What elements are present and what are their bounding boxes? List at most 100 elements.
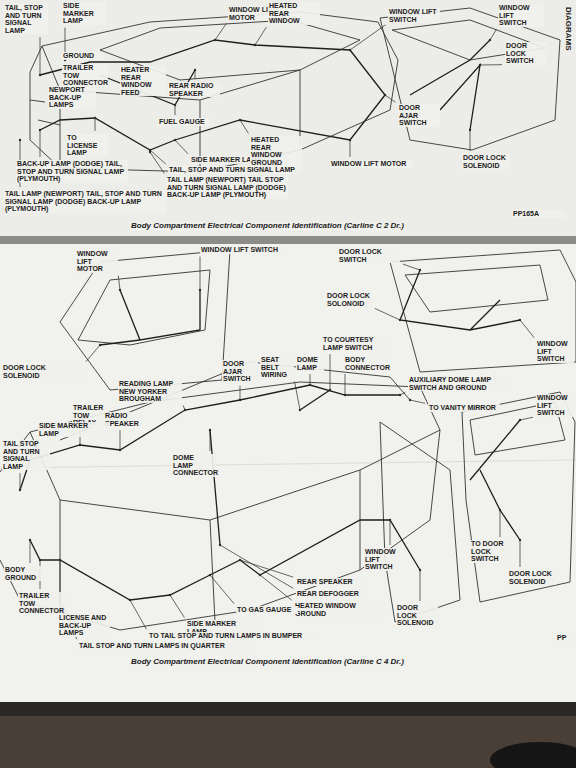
shoe-shadow: [490, 742, 576, 768]
leader-tip: [309, 384, 311, 386]
leader-line: [240, 120, 248, 133]
figure-caption: Body Compartment Electrical Component Id…: [130, 658, 405, 667]
leader-line: [170, 595, 184, 617]
leader-tip: [129, 599, 131, 601]
callout-label: SEAT BELT WIRING: [260, 356, 294, 379]
callout-label: TO COURTESY LAMP SWITCH: [322, 336, 390, 351]
callout-label: TAIL, STOP AND TURN SIGNAL LAMP: [4, 4, 48, 34]
leader-tip: [194, 69, 196, 71]
leader-line: [150, 152, 164, 174]
leader-line: [520, 417, 533, 420]
leader-tip: [344, 394, 346, 396]
leader-tip: [214, 39, 216, 41]
callout-label: TO LICENSE LAMP: [66, 134, 108, 157]
table-surface: [0, 702, 576, 768]
page-edge: [0, 236, 576, 244]
lower-page: [0, 244, 576, 702]
leader-tip: [479, 64, 481, 66]
callout-label: REAR SPEAKER: [296, 578, 368, 586]
callout-label: PP165A: [512, 210, 564, 218]
leader-line: [310, 374, 311, 385]
leader-tip: [199, 289, 201, 291]
leader-line: [195, 70, 196, 79]
leader-line: [330, 354, 331, 390]
callout-label: TAIL STOP AND TURN SIGNAL LAMP: [2, 440, 50, 470]
page-shadow: [0, 702, 576, 716]
leader-line: [350, 25, 386, 50]
leader-line: [130, 600, 147, 629]
callout-label: TRAILER TOW CONNECTOR: [18, 592, 68, 615]
callout-label: PP: [556, 634, 576, 642]
leader-tip: [409, 399, 411, 401]
leader-line: [120, 430, 121, 450]
callout-label: WINDOW LIFT SWITCH: [536, 394, 574, 417]
callout-label: DOOR LOCK SOLENOID: [508, 570, 556, 585]
callout-label: WINDOW LIFT SWITCH: [536, 340, 574, 363]
leader-tip: [489, 39, 491, 41]
callout-label: DOME LAMP CONNECTOR: [172, 454, 216, 477]
leader-line: [175, 140, 188, 154]
callout-label: REAR RADIO SPEAKER: [168, 82, 220, 97]
callout-label: BACK-UP LAMP (DODGE) TAIL, STOP AND TURN…: [16, 160, 128, 183]
leader-tip: [174, 139, 176, 141]
callout-label: HEATED REAR WINDOW: [268, 2, 320, 25]
callout-label: NEWPORT BACK-UP LAMPS: [48, 86, 96, 109]
callout-label: DOOR AJAR SWITCH: [398, 104, 440, 127]
leader-line: [345, 374, 346, 395]
leader-tip: [399, 319, 401, 321]
leader-line: [20, 473, 21, 490]
callout-label: FUEL GAUGE: [158, 118, 210, 126]
callout-label: DOOR LOCK SOLENOID: [396, 604, 438, 627]
leader-tip: [299, 409, 301, 411]
leader-tip: [349, 139, 351, 141]
leader-tip: [39, 74, 41, 76]
leader-line: [375, 308, 400, 320]
leader-line: [215, 24, 226, 40]
leader-line: [210, 430, 211, 451]
callout-label: TAIL STOP AND TURN LAMPS IN QUARTER: [78, 642, 250, 650]
leader-tip: [174, 104, 176, 106]
leader-tip: [39, 129, 41, 131]
leader-tip: [184, 409, 186, 411]
leader-line: [240, 560, 293, 577]
leader-tip: [219, 544, 221, 546]
callout-label: SIDE MARKER LAMP: [62, 2, 106, 25]
leader-tip: [519, 319, 521, 321]
callout-label: BODY GROUND: [4, 566, 44, 581]
leader-line: [490, 29, 496, 40]
leader-tip: [99, 344, 101, 346]
callout-label: TO TAIL STOP AND TURN LAMPS IN BUMPER: [148, 632, 320, 640]
callout-label: WINDOW LIFT SWITCH: [364, 548, 398, 571]
leader-line: [520, 320, 534, 338]
callout-label: HEATED WINDOW GROUND: [294, 602, 386, 617]
leader-tip: [389, 519, 391, 521]
leader-tip: [29, 539, 31, 541]
leader-tip: [209, 574, 211, 576]
callout-label: HEATER REAR WINDOW FEED: [120, 66, 166, 96]
leader-line: [210, 575, 234, 604]
leader-tip: [384, 94, 386, 96]
leader-tip: [59, 559, 61, 561]
callout-label: TAIL LAMP (NEWPORT) TAIL STOP AND TURN S…: [166, 176, 288, 199]
callout-label: WINDOW LIFT SWITCH: [498, 4, 544, 27]
leader-tip: [79, 444, 81, 446]
leader-line: [295, 382, 300, 410]
leader-line: [470, 130, 471, 151]
leader-line: [40, 37, 41, 75]
callout-label: DOOR LOCK SWITCH: [505, 42, 547, 65]
callout-label: WINDOW LIFT MOTOR: [76, 250, 118, 273]
leader-tip: [94, 117, 96, 119]
page-crease: [0, 460, 576, 468]
callout-label: HEATED REAR WINDOW GROUND: [250, 136, 302, 166]
leader-line: [385, 95, 396, 102]
callout-label: AUXILIARY DOME LAMP SWITCH AND GROUND: [408, 376, 506, 391]
leader-line: [520, 540, 521, 567]
leader-tip: [329, 389, 331, 391]
upper-page: [0, 0, 576, 236]
leader-tip: [119, 449, 121, 451]
figure-caption: Body Compartment Electrical Component Id…: [130, 222, 405, 231]
leader-tip: [239, 399, 241, 401]
callout-label: BODY CONNECTOR: [344, 356, 390, 371]
leader-tip: [469, 129, 471, 131]
callout-label: DOOR AJAR SWITCH: [222, 360, 258, 383]
